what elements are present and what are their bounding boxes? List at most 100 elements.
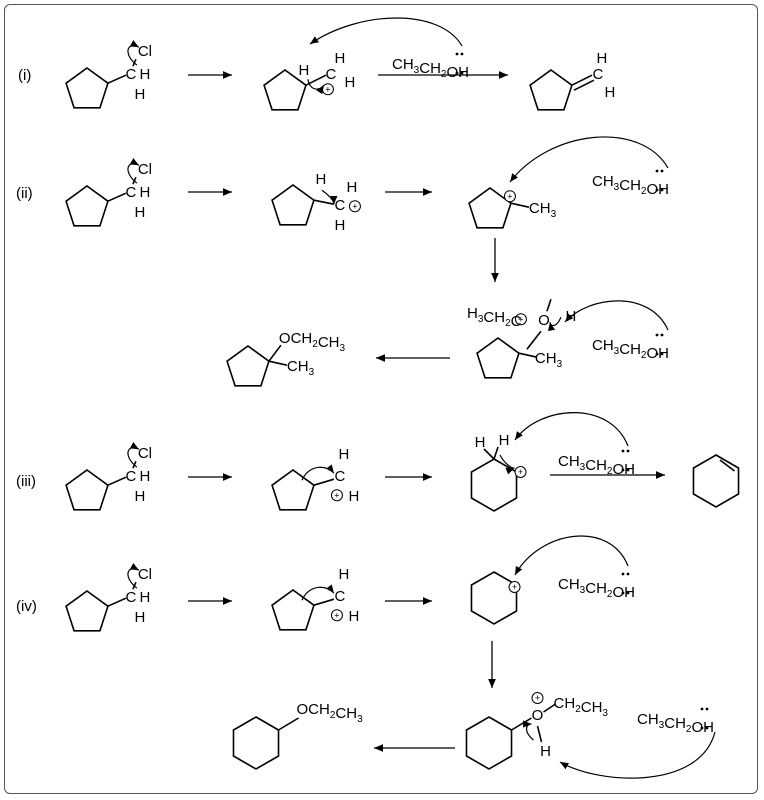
subscript: 2 [607, 589, 613, 600]
lone-pair-dot [655, 169, 659, 173]
carbon-label: C [335, 197, 346, 214]
curly-arrow [301, 464, 335, 481]
charge-circle [508, 581, 521, 593]
ethanol-reagent: CH3CH2OH [592, 337, 669, 362]
double-bond [719, 459, 735, 472]
chlorine-label: Cl [138, 566, 152, 583]
formula-part: H [467, 305, 478, 322]
curly-arrow [321, 189, 338, 205]
hydrogen-label: H [140, 66, 151, 83]
bond [526, 330, 542, 350]
carbon-label: C [335, 588, 346, 605]
bond [571, 74, 593, 86]
formula-part: CH [483, 309, 505, 326]
formula-part: CH [558, 453, 580, 470]
lone-pair-dot [626, 572, 630, 576]
bond [546, 298, 552, 312]
formula-part: OCH [297, 701, 330, 718]
ethanol-reagent: CH3CH2OH [637, 711, 714, 736]
hydrogen-label: H [135, 86, 146, 103]
ethoxy-group: OCH2CH3 [297, 701, 364, 725]
cyclohexane-ring [465, 716, 513, 770]
formula-part: CH [554, 695, 576, 712]
hydrogen-label: H [135, 204, 146, 221]
row-label: (iv) [16, 598, 37, 615]
hydrogen-label: H [140, 184, 151, 201]
methyl-group: CH3 [535, 350, 563, 370]
lone-pair-dot [621, 468, 625, 472]
charge-circle [348, 200, 361, 213]
curly-arrow [523, 720, 534, 741]
subscript: 2 [607, 466, 613, 477]
charge-sign: + [518, 467, 523, 477]
hydrogen-label: H [140, 589, 151, 606]
formula-part: CH [535, 350, 557, 367]
curly-arrow [127, 40, 140, 66]
curly-arrow [307, 79, 325, 95]
lone-pair-dot [621, 572, 625, 576]
formula-part: CH [592, 173, 614, 190]
subscript: 3 [478, 314, 484, 325]
ethanol-reagent: CH3CH2OH [592, 173, 669, 198]
cyclopentane-ring [476, 337, 520, 379]
hydrogen-label: H [499, 432, 510, 449]
lone-pair-dot [700, 726, 704, 730]
hydrogen-label: H [316, 171, 327, 188]
cyclopentane-ring [65, 67, 109, 109]
formula-part: CH [637, 711, 659, 728]
carbon-label: C [126, 66, 137, 83]
lone-pair-dot [460, 71, 464, 75]
lone-pair-dot [621, 591, 625, 595]
formula-part: CH [619, 341, 641, 358]
hydrogen-label: H [335, 50, 346, 67]
curly-arrow [309, 17, 463, 47]
hydrogen-label: H [605, 84, 616, 101]
cyclopentane-ring [529, 69, 573, 111]
cyclohexane-ring [692, 454, 740, 508]
carbon-label: C [326, 66, 337, 83]
curly-arrow [564, 300, 669, 331]
lone-pair-dot [700, 707, 704, 711]
oxygen-label: O [538, 312, 550, 329]
cyclopentane-ring [65, 590, 109, 632]
bond [107, 597, 127, 607]
subscript: 3 [614, 346, 620, 357]
formula-part: CH [558, 576, 580, 593]
curly-arrow [301, 584, 335, 601]
subscript: 2 [686, 724, 692, 735]
curly-arrow [499, 454, 515, 475]
curly-arrow [559, 731, 716, 779]
hydrogen-label: H [140, 468, 151, 485]
lone-pair-dot [655, 352, 659, 356]
carbon-label: C [335, 468, 346, 485]
chlorine-label: Cl [138, 445, 152, 462]
subscript: 3 [557, 359, 563, 370]
hydrogen-label: H [135, 609, 146, 626]
lone-pair-dot [660, 333, 664, 337]
subscript: 3 [309, 367, 315, 378]
curly-arrow [127, 563, 140, 589]
subscript: 2 [641, 186, 647, 197]
hydrogen-label: H [475, 434, 486, 451]
ethyl-group-on-oxygen: CH2CH3 [554, 695, 609, 719]
hydrogen-label: H [299, 62, 310, 79]
formula-part: CH [419, 60, 441, 77]
charge-sign: + [334, 610, 339, 620]
hydrogen-label: H [349, 488, 360, 505]
formula-part: CH [585, 580, 607, 597]
curly-arrow [127, 442, 140, 468]
charge-sign: + [507, 191, 512, 201]
subscript: 2 [312, 339, 318, 350]
subscript: 3 [614, 182, 620, 193]
methyl-group: CH3 [529, 200, 557, 220]
charge-circle [330, 609, 343, 622]
bond [536, 725, 543, 743]
carbon-label: C [126, 184, 137, 201]
lone-pair-dot [655, 333, 659, 337]
ethoxy-group: OCH2CH3 [279, 330, 346, 354]
ethanol-reagent: CH3CH2OH [392, 56, 469, 81]
